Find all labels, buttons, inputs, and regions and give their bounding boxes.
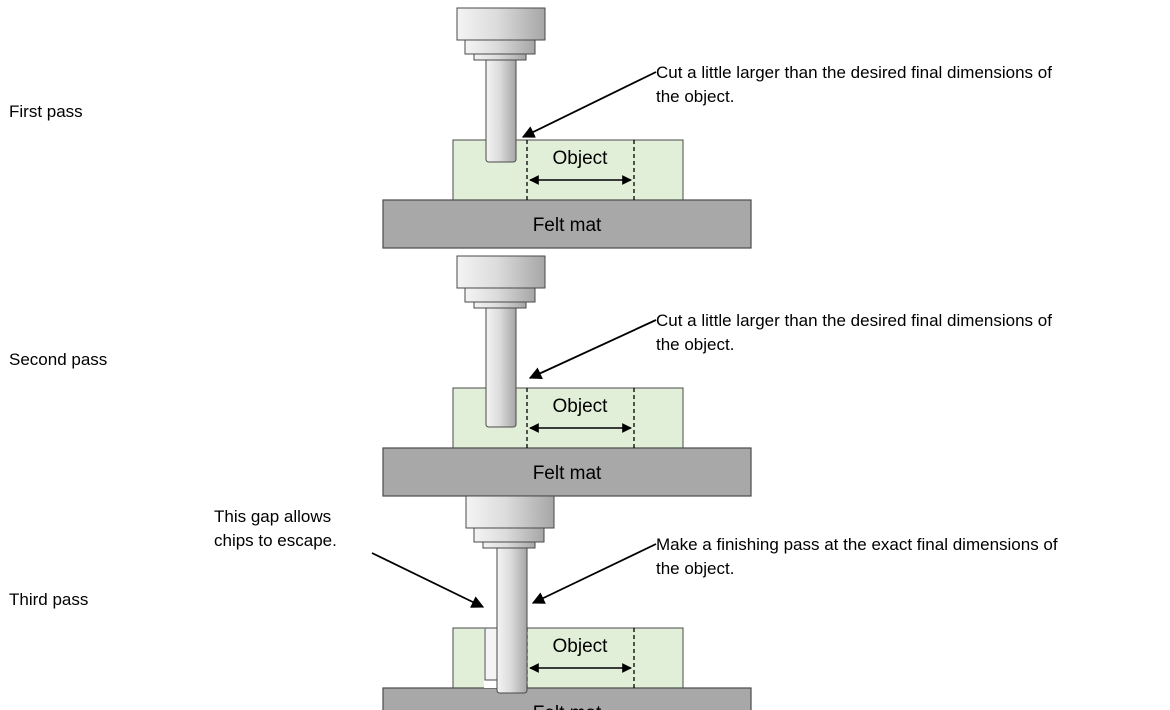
object-label: Object <box>553 148 609 169</box>
callout-line-1: Make a finishing pass at the exact final… <box>656 535 1058 554</box>
end-mill-tool <box>456 7 546 163</box>
callout-arrow <box>521 71 657 138</box>
tool-holder <box>456 255 546 289</box>
gap-note-arrow <box>371 552 485 608</box>
callout-arrow <box>528 319 657 379</box>
callout-line-1: Cut a little larger than the desired fin… <box>656 311 1052 330</box>
tool-shank <box>485 59 517 163</box>
tool-nut <box>482 541 536 549</box>
callout-arrow <box>531 543 657 604</box>
felt-mat <box>382 687 752 710</box>
object-label: Object <box>553 636 609 657</box>
felt-mat <box>382 199 752 249</box>
pass-panel-1: Felt mat Object First pass Cut a little lar… <box>9 7 1052 249</box>
callout-line-2: the object. <box>656 335 734 354</box>
callout-line-2: the object. <box>656 559 734 578</box>
pass-label: First pass <box>9 102 83 121</box>
pass-label: Third pass <box>9 590 88 609</box>
tool-nut <box>473 301 527 309</box>
pass-panel-3: Felt mat Object Third pass Make a finishing… <box>9 495 1058 710</box>
pass-label: Second pass <box>9 350 107 369</box>
felt-mat-label: Felt mat <box>533 703 602 710</box>
callout-line-2: the object. <box>656 87 734 106</box>
callout-line-1: Cut a little larger than the desired fin… <box>656 63 1052 82</box>
end-mill-tool <box>465 495 555 694</box>
tool-holder <box>465 495 555 529</box>
tool-collar <box>473 527 545 543</box>
pass-panel-2: Felt mat Object Second pass Cut a little la… <box>9 255 1052 497</box>
felt-mat <box>382 447 752 497</box>
end-mill-tool <box>456 255 546 428</box>
gap-note-line-1: This gap allows <box>214 507 331 526</box>
chip-groove <box>484 627 498 681</box>
tool-nut <box>473 53 527 61</box>
gap-note-line-2: chips to escape. <box>214 531 337 550</box>
object-label: Object <box>553 396 609 417</box>
tool-shank <box>496 547 528 694</box>
tool-holder <box>456 7 546 41</box>
felt-mat-label: Felt mat <box>533 463 602 484</box>
tool-collar <box>464 287 536 303</box>
tool-collar <box>464 39 536 55</box>
felt-mat-label: Felt mat <box>533 215 602 236</box>
tool-shank <box>485 307 517 428</box>
